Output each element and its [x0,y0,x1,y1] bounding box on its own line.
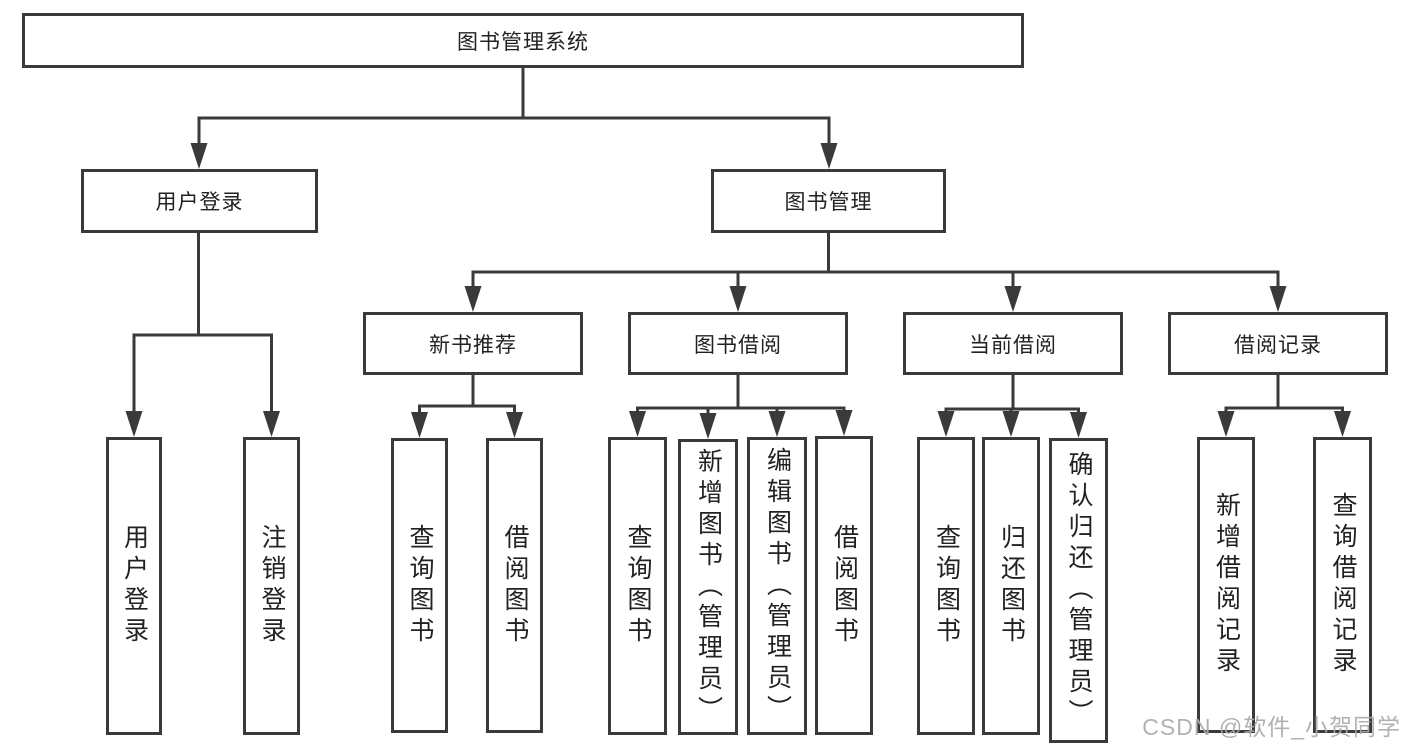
node-label: 借阅图书 [830,523,859,648]
node-borrow-book-borrowing: 借阅图书 [815,436,873,735]
node-label: 用户登录 [120,524,149,648]
node-label: 图书管理 [784,191,873,214]
node-label: 查询图书 [624,524,652,648]
node-label: 新书推荐 [429,333,517,357]
node-query-book-borrowing: 查询图书 [608,437,667,735]
node-user-login-branch: 用户登录 [81,169,318,233]
node-return-book: 归还图书 [982,437,1040,735]
node-label: 当前借阅 [969,333,1057,357]
node-label: 归还图书 [997,524,1026,648]
node-query-borrow-record: 查询借阅记录 [1313,437,1372,733]
node-label: 注销登录 [258,524,286,648]
node-label: 借阅图书 [501,523,529,648]
node-new-book-recommend: 新书推荐 [363,312,583,375]
node-label: 新增图书（管理员） [694,447,723,727]
node-label: 查询图书 [932,524,961,648]
node-book-management-branch: 图书管理 [711,169,946,233]
node-add-book-admin: 新增图书（管理员） [678,439,738,735]
node-label: 确认归还（管理员） [1065,451,1093,730]
node-borrow-book-recommend: 借阅图书 [486,438,543,733]
node-query-book-recommend: 查询图书 [391,438,448,733]
node-label: 图书管理系统 [457,30,589,54]
node-label: 新增借阅记录 [1212,492,1241,678]
node-label: 查询图书 [406,523,434,648]
node-borrow-records: 借阅记录 [1168,312,1388,375]
node-label: 借阅记录 [1234,333,1322,357]
node-label: 图书借阅 [694,333,782,357]
node-label: 用户登录 [155,191,244,214]
node-add-borrow-record: 新增借阅记录 [1197,437,1255,733]
node-logout-leaf: 注销登录 [243,437,300,735]
node-user-login-leaf: 用户登录 [106,437,162,735]
node-query-book-current: 查询图书 [917,437,975,735]
node-book-borrowing: 图书借阅 [628,312,848,375]
csdn-watermark: CSDN @软件_小贺同学 [1142,714,1401,740]
node-current-borrowing: 当前借阅 [903,312,1123,375]
node-edit-book-admin: 编辑图书（管理员） [747,437,807,735]
node-root-system: 图书管理系统 [22,13,1024,68]
node-label: 编辑图书（管理员） [763,446,792,726]
node-confirm-return-admin: 确认归还（管理员） [1049,438,1108,743]
node-label: 查询借阅记录 [1329,492,1357,678]
